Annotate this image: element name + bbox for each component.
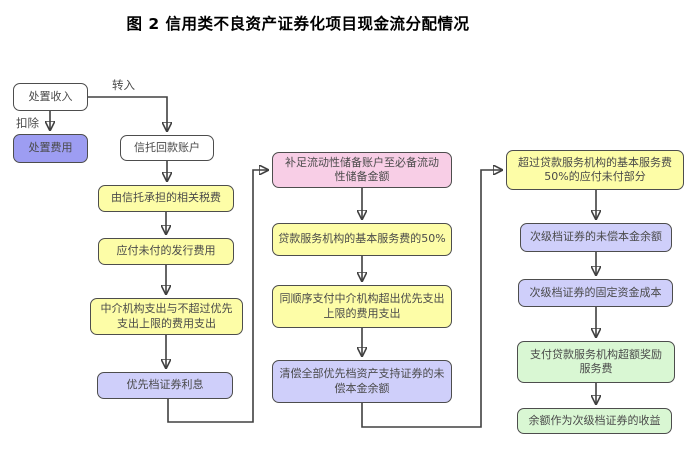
node-intermediary-cap: 中介机构支出与不超过优先 支出上限的费用支出: [90, 298, 243, 335]
node-senior-interest: 优先档证券利息: [97, 372, 233, 399]
node-servicer-fee-unpaid: 超过贷款服务机构的基本服务费 50%的应付未付部分: [506, 150, 684, 190]
figure-title: 图 2 信用类不良资产证券化项目现金流分配情况: [126, 15, 470, 33]
node-liquidity-reserve: 补足流动性储备账户至必备流动 性储备金额: [272, 152, 452, 188]
node-unpaid-issuance: 应付未付的发行费用: [98, 238, 234, 265]
node-intermediary-excess: 同顺序支付中介机构超出优先支出 上限的费用支出: [272, 285, 452, 328]
transfer-in-label: 转入: [112, 78, 135, 92]
node-disposal-income: 处置收入: [13, 83, 88, 111]
node-sub-fixed-cost: 次级档证券的固定资金成本: [518, 279, 673, 307]
deduct-label: 扣除: [16, 116, 39, 130]
node-senior-principal: 清偿全部优先档资产支持证券的未 偿本金余额: [272, 360, 452, 403]
edge-middle-to-right: [361, 170, 502, 428]
node-trust-account: 信托回款账户: [120, 135, 214, 161]
edge-left-to-middle: [167, 170, 268, 423]
node-servicer-fee-50: 贷款服务机构的基本服务费的50%: [272, 223, 452, 256]
node-sub-principal: 次级档证券的未偿本金余额: [520, 223, 672, 252]
node-servicer-bonus: 支付贷款服务机构超额奖励 服务费: [517, 341, 675, 383]
node-disposal-cost: 处置费用: [13, 134, 88, 163]
edge-income-to-trust: [88, 96, 167, 131]
node-sub-residual: 余额作为次级档证券的收益: [517, 408, 672, 434]
node-trust-taxes: 由信托承担的相关税费: [98, 185, 234, 212]
